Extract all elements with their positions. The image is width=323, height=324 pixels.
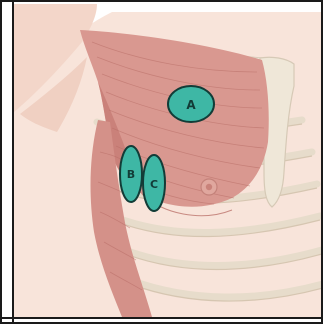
marker-c-label: C <box>150 178 158 191</box>
nipple-icon <box>201 179 217 195</box>
marker-a-label: A <box>186 98 196 112</box>
marker-b-label: B <box>127 168 135 181</box>
marker-b: B <box>120 146 142 202</box>
bottom-divider <box>2 317 323 319</box>
marker-c: C <box>143 155 165 211</box>
marker-a: A <box>168 86 214 122</box>
left-divider <box>12 2 14 324</box>
